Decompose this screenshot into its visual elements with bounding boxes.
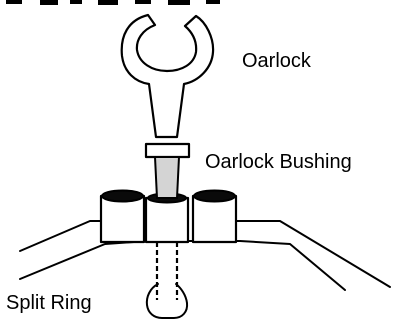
oarlock-label: Oarlock bbox=[242, 50, 312, 72]
socket-left bbox=[99, 189, 146, 244]
oarlock-pin bbox=[155, 242, 179, 300]
oarlock-icon bbox=[120, 13, 215, 139]
socket-right bbox=[191, 189, 238, 244]
oarlock-bushing bbox=[144, 142, 191, 199]
split-ring-icon bbox=[145, 283, 189, 319]
socket-center bbox=[144, 192, 190, 244]
split-ring-label: Split Ring bbox=[6, 292, 92, 314]
cropped-title-fragment bbox=[6, 0, 220, 5]
oarlock-bushing-label: Oarlock Bushing bbox=[205, 151, 352, 173]
